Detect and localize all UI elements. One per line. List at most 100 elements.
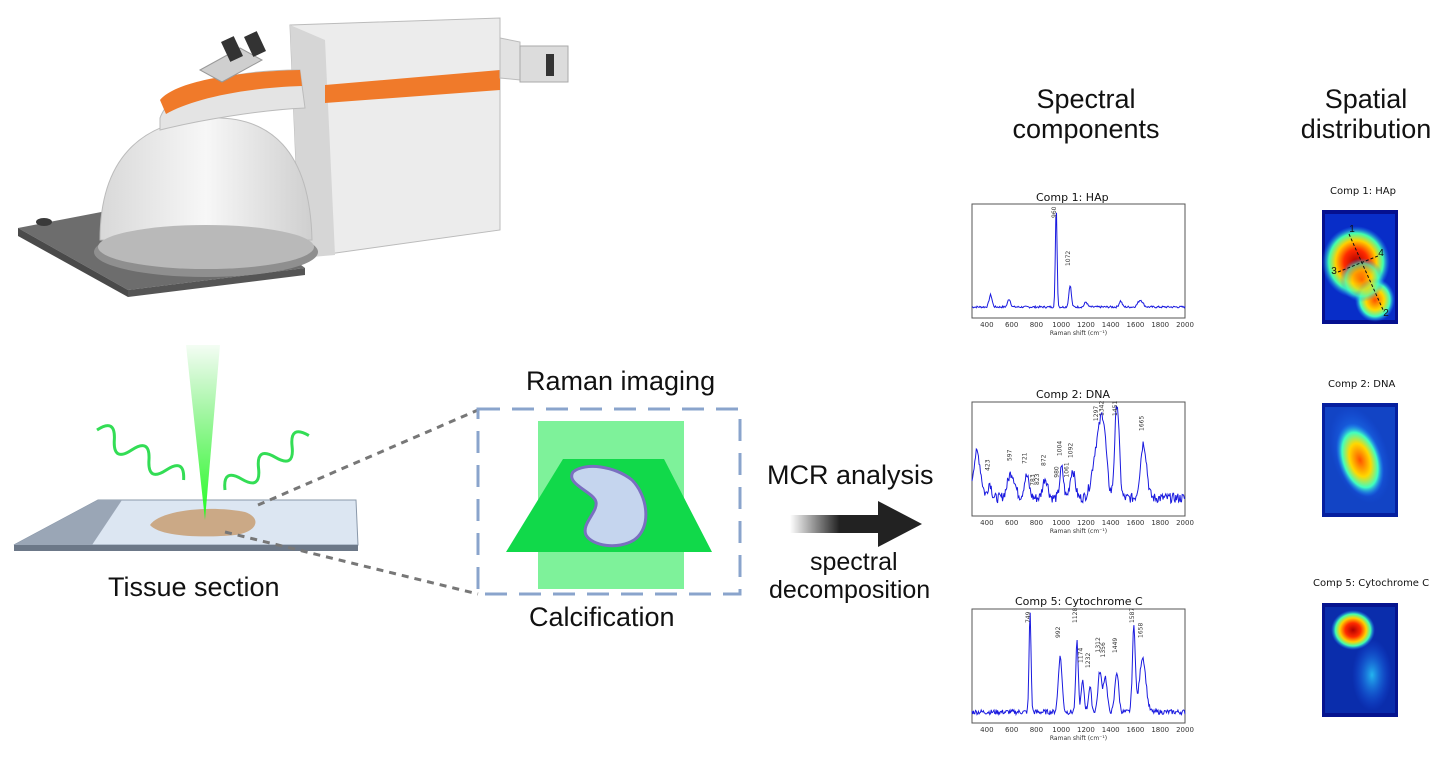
spectrum-3-tick-label: 2000 [1176,726,1194,734]
map-1-title: Comp 1: HAp [1330,186,1396,197]
spectrum-line-1 [971,212,1186,309]
spectrum-2-peak-label: 1004 [1057,441,1064,456]
spectrum-line-2 [971,405,1186,505]
raman-microscope-illustration [18,17,569,297]
spectrum-1-tick-label: 600 [1005,321,1018,329]
map-hap [1322,210,1398,324]
spectrum-3-peak-label: 1174 [1078,648,1085,663]
spectrum-1-tick-label: 2000 [1176,321,1194,329]
spectrum-1-tick-label: 1600 [1127,321,1145,329]
calcification-label: Calcification [529,602,675,632]
map-cytochrome-c [1322,603,1398,717]
spectrum-1-tick-label: 1200 [1077,321,1095,329]
spectrum-3-peak-label: 992 [1055,626,1062,638]
spatial-distribution-header-line2: distribution [1300,114,1432,144]
spectrum-2-peak-label: 823 [1034,473,1041,485]
spatial-distribution-header-line1: Spatial [1324,84,1408,114]
spectral-decomposition-label-line1: spectral [810,548,898,576]
mcr-arrow [790,501,922,547]
spectrum-3-tick-label: 1000 [1052,726,1070,734]
spectrum-3-xlabel: Raman shift (cm⁻¹) [1050,735,1107,742]
map-3-title: Comp 5: Cytochrome C [1313,578,1430,589]
spectrum-2-tick-label: 1200 [1077,519,1095,527]
map-marker-3: 3 [1331,266,1337,277]
spectrum-axes-2 [971,401,1186,517]
spectral-components-header-line2: components [1012,114,1160,144]
map-dna [1322,403,1398,517]
spectrum-3-tick-label: 600 [1005,726,1018,734]
spectrum-3-peak-label: 1128 [1072,608,1079,623]
spectrum-2-peak-label: 1061 [1064,462,1071,477]
spectral-decomposition-label-line2: decomposition [769,576,931,604]
spectrum-axes-1 [971,203,1186,319]
spectral-components-header-line1: Spectral [1036,84,1136,114]
spectrum-3-tick-label: 1400 [1102,726,1120,734]
spectrum-1-xlabel: Raman shift (cm⁻¹) [1050,330,1107,337]
spectrum-2-xlabel: Raman shift (cm⁻¹) [1050,528,1107,535]
calcification-shape [570,465,648,548]
map-hap-markers: 1 2 3 4 [1331,224,1389,319]
spectrum-2-tick-label: 1000 [1052,519,1070,527]
raman-imaging-box [476,407,742,596]
spectrum-1-peak-label: 1072 [1065,251,1072,266]
spectrum-2-title: Comp 2: DNA [1036,388,1111,401]
spectrum-1-peak-label: 960 [1051,206,1058,218]
mcr-analysis-label: MCR analysis [767,460,934,490]
spectrum-2-tick-label: 400 [980,519,993,527]
map-marker-1: 1 [1349,224,1355,235]
spectrum-1-title: Comp 1: HAp [1036,191,1109,204]
spectrum-2-tick-label: 800 [1030,519,1043,527]
spectrum-2-peak-label: 721 [1022,452,1029,464]
scattered-light-waves [96,424,310,491]
spectrum-3-tick-label: 1200 [1077,726,1095,734]
spectrum-line-3 [971,612,1186,717]
spectrum-2-peak-label: 423 [985,459,992,471]
spectrum-2-peak-label: 1451 [1112,401,1119,416]
spectrum-2-peak-label: 783 [1029,474,1036,486]
spectrum-2-peak-label: 1092 [1068,443,1075,458]
zoom-line-bottom [224,530,479,596]
spectrum-3-peak-label: 749 [1025,611,1032,623]
tissue-slide-illustration [13,499,359,551]
spectrum-3-peak-label: 1312 [1095,637,1102,652]
spectrum-2-peak-label: 1665 [1139,416,1146,431]
spectrum-3-peak-label: 1658 [1138,623,1145,638]
spectrum-3-tick-label: 800 [1030,726,1043,734]
spectrum-3-peak-label: 1232 [1085,653,1092,668]
spectrum-1-tick-label: 800 [1030,321,1043,329]
spectrum-3-title: Comp 5: Cytochrome C [1015,595,1143,608]
spectrum-2-tick-label: 2000 [1176,519,1194,527]
spectrum-3-tick-label: 1600 [1127,726,1145,734]
spectrum-2-tick-label: 1800 [1151,519,1169,527]
spectrum-2-tick-label: 1400 [1102,519,1120,527]
spectrum-3-peak-label: 1356 [1100,642,1107,657]
spectrum-2-peak-label: 1342 [1099,401,1106,416]
tissue-section-label: Tissue section [108,572,280,602]
spectrum-3-tick-label: 400 [980,726,993,734]
spectrum-2-peak-label: 872 [1040,454,1047,466]
spectrum-1-tick-label: 1400 [1102,321,1120,329]
spectrum-2-peak-label: 597 [1006,449,1013,461]
raman-imaging-label: Raman imaging [526,366,716,396]
spectrum-2-peak-label: 1297 [1093,406,1100,421]
spectrum-3-peak-label: 1449 [1112,638,1119,653]
spectrum-2-peak-label: 980 [1054,466,1061,478]
map-marker-4: 4 [1378,248,1384,259]
map-2-title: Comp 2: DNA [1328,379,1396,390]
spectrum-2-tick-label: 600 [1005,519,1018,527]
spectrum-1-tick-label: 1800 [1151,321,1169,329]
spectrum-2-tick-label: 1600 [1127,519,1145,527]
spectrum-1-tick-label: 400 [980,321,993,329]
map-marker-2: 2 [1383,308,1389,319]
spectrum-1-tick-label: 1000 [1052,321,1070,329]
spectrum-3-tick-label: 1800 [1151,726,1169,734]
spectral-components-header: Spectral components [1001,84,1171,144]
spatial-distribution-header: Spatial distribution [1283,84,1449,144]
spectrum-3-peak-label: 1587 [1129,608,1136,623]
laser-beam [186,345,220,520]
